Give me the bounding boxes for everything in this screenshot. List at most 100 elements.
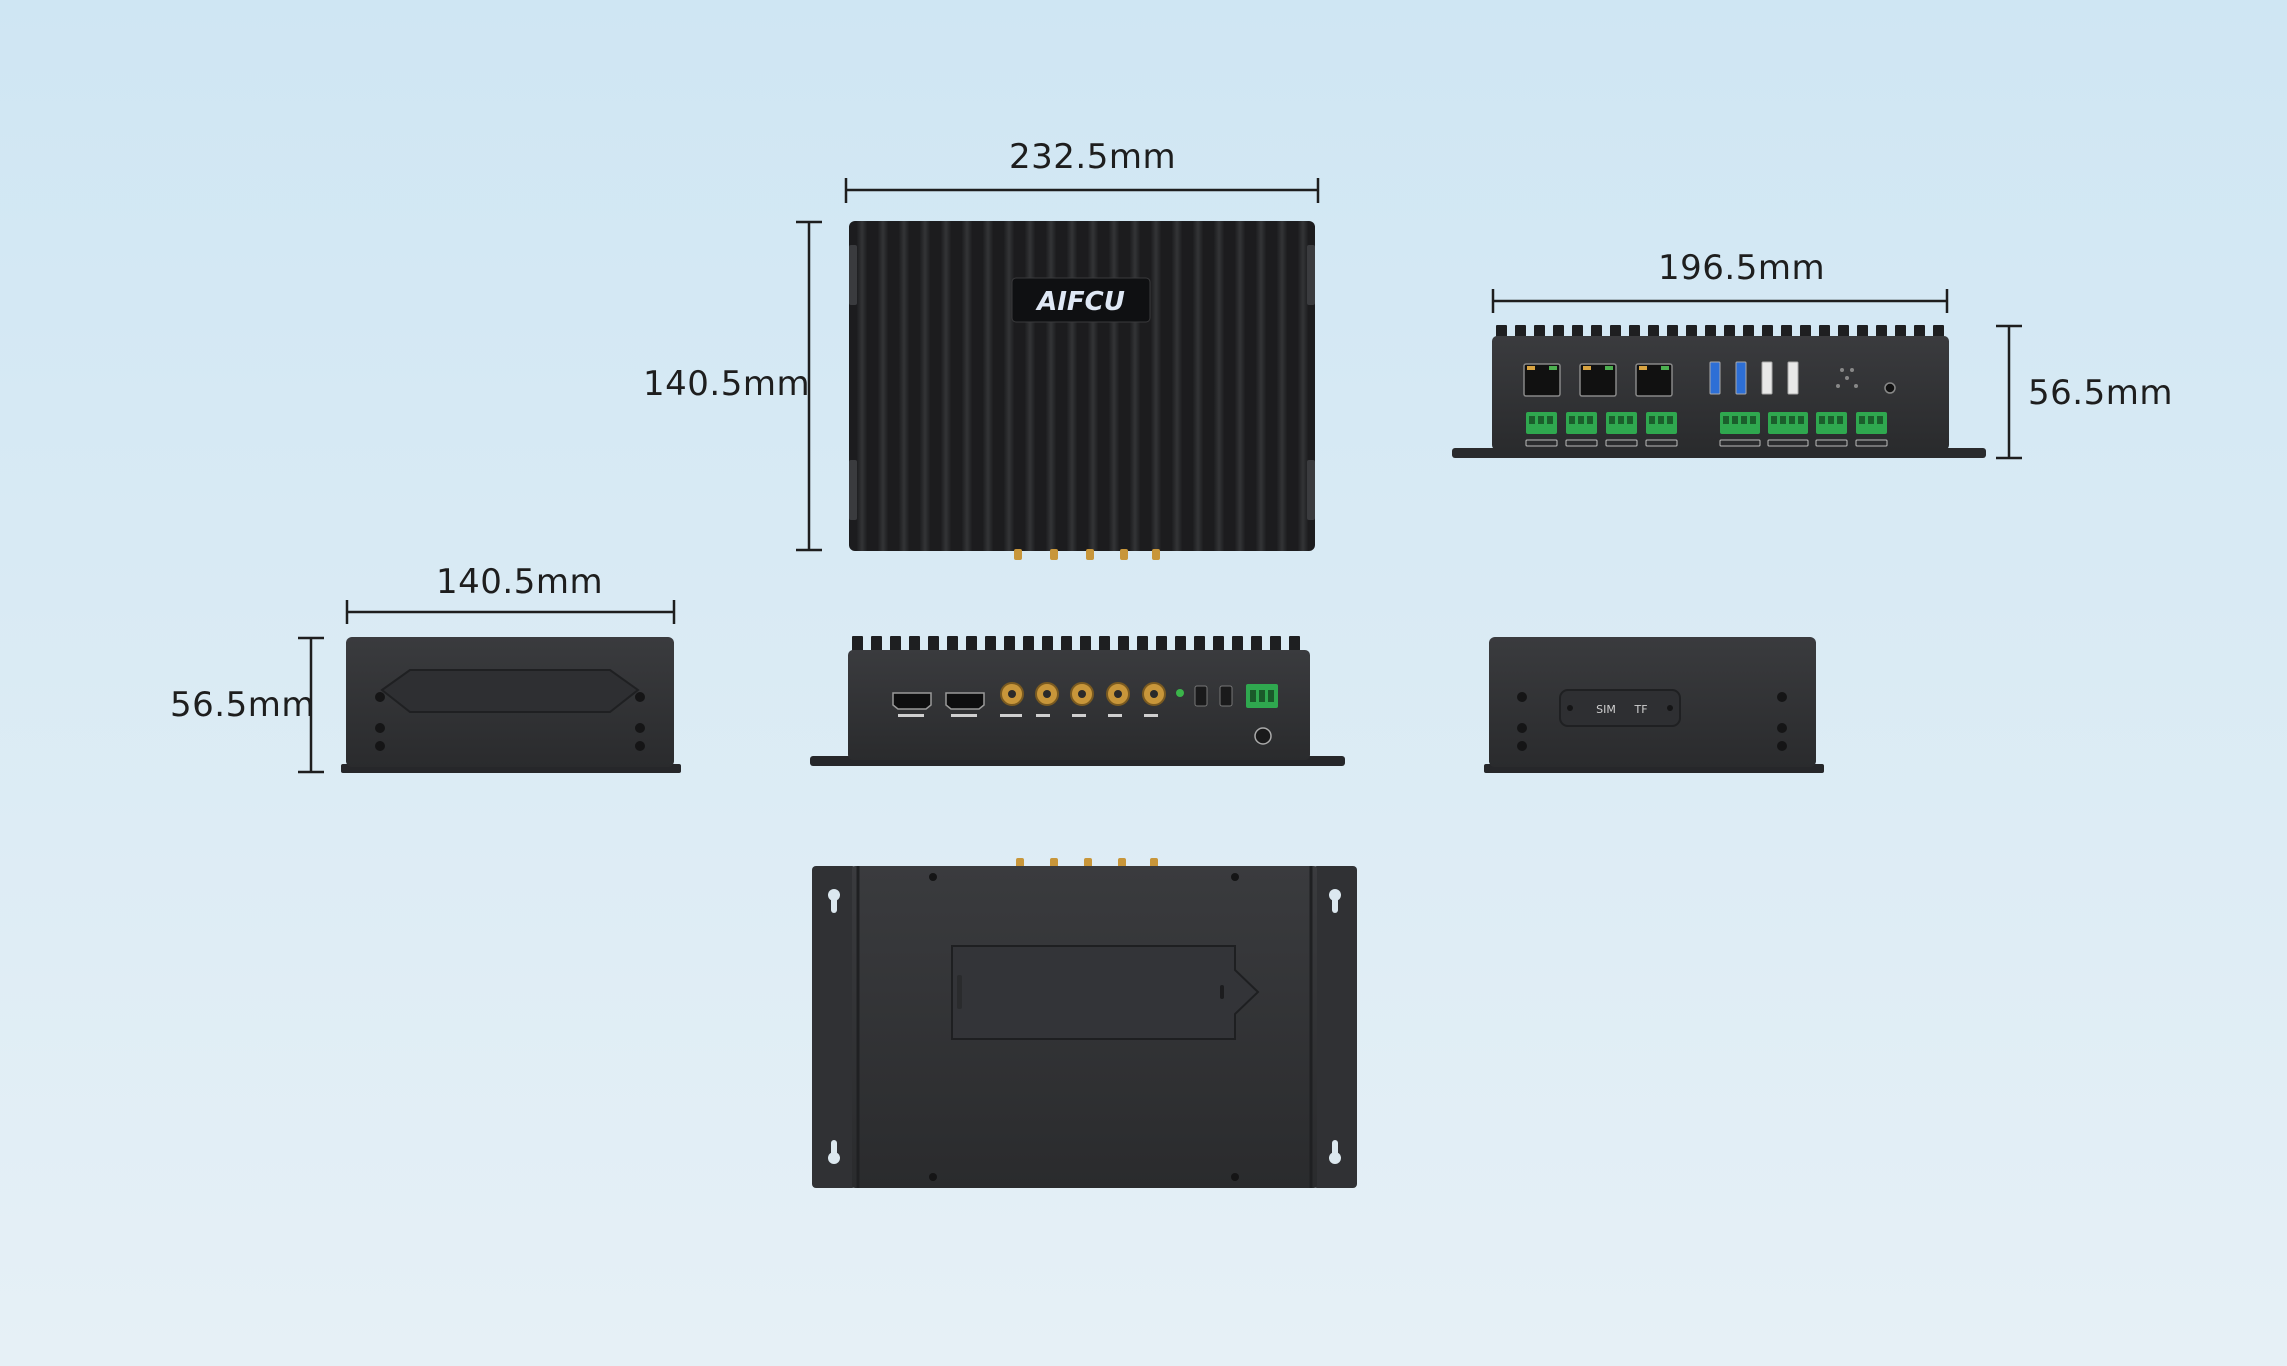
- fin-top: [1137, 636, 1148, 652]
- terminal-label-box: [1645, 439, 1678, 447]
- fin-top: [890, 636, 901, 652]
- fin-top: [1933, 325, 1944, 339]
- top-depth-label: 140.5mm: [643, 364, 811, 404]
- fin-top: [928, 636, 939, 652]
- top-width-label: 232.5mm: [1009, 137, 1177, 177]
- fin-top: [871, 636, 882, 652]
- device-logo: AIFCU: [1035, 287, 1125, 317]
- fin-top: [1232, 636, 1243, 652]
- fin-top: [1876, 325, 1887, 339]
- heatsink-fin: [1171, 221, 1183, 551]
- sma-center: [1114, 690, 1122, 698]
- fin-top: [1289, 636, 1300, 652]
- fin-top: [1080, 636, 1091, 652]
- terminal-pin: [1723, 416, 1729, 424]
- bracket-keyholes: [828, 889, 1341, 1164]
- terminal-pin: [1587, 416, 1593, 424]
- fin-top: [1857, 325, 1868, 339]
- heatsink-fin: [1129, 221, 1141, 551]
- terminal-label-box: [1815, 439, 1848, 447]
- terminal-pin: [1569, 416, 1575, 424]
- fin-top: [947, 636, 958, 652]
- bottom-left-bracket: [812, 866, 856, 1188]
- heatsink-fin: [1045, 221, 1057, 551]
- terminal-pin: [1529, 416, 1535, 424]
- fin-top: [1743, 325, 1754, 339]
- power-terminal-pins: [1250, 690, 1274, 702]
- top-view: AIFCU: [796, 178, 1320, 560]
- side-tab: [849, 460, 857, 520]
- fin-top: [1914, 325, 1925, 339]
- fin-top: [1648, 325, 1659, 339]
- fin-top: [1042, 636, 1053, 652]
- rear-io-view: [1452, 289, 2022, 460]
- side-width-label: 140.5mm: [436, 562, 604, 602]
- fin-top: [1251, 636, 1262, 652]
- fin-top: [1553, 325, 1564, 339]
- cover-latch: [1220, 985, 1224, 999]
- terminal-label-box: [1605, 439, 1638, 447]
- rear-fin-tops: [1496, 325, 1944, 339]
- logo-plate: [1011, 277, 1151, 323]
- top-width-dimension-line: [844, 178, 1320, 203]
- heatsink-fin: [1255, 221, 1267, 551]
- side-height-dimension-line: [298, 636, 324, 774]
- fin-top: [852, 636, 863, 652]
- terminal-pin: [1828, 416, 1834, 424]
- terminal-pin: [1538, 416, 1544, 424]
- fin-top: [1591, 325, 1602, 339]
- fin-top: [1686, 325, 1697, 339]
- heatsink-fin: [898, 221, 910, 551]
- terminal-pin: [1819, 416, 1825, 424]
- heatsink-fin: [1066, 221, 1078, 551]
- fin-top: [1610, 325, 1621, 339]
- usb-ports: [1709, 361, 1799, 395]
- top-depth-dimension-line: [796, 220, 822, 552]
- terminal-pin: [1547, 416, 1553, 424]
- bottom-right-bracket: [1313, 866, 1357, 1188]
- terminal-label-box: [1719, 439, 1761, 447]
- terminal-pin: [1618, 416, 1624, 424]
- fin-top: [1061, 636, 1072, 652]
- speaker-grille: [1836, 368, 1858, 388]
- terminal-pin: [1837, 416, 1843, 424]
- cover-hinge: [957, 975, 962, 1009]
- fin-top: [909, 636, 920, 652]
- tf-slot-label: TF: [1633, 703, 1647, 716]
- side-tab: [1307, 460, 1315, 520]
- fin-top: [1270, 636, 1281, 652]
- terminal-pin: [1750, 416, 1756, 424]
- sma-center: [1043, 690, 1051, 698]
- fin-top: [1629, 325, 1640, 339]
- bottom-screws: [929, 873, 1239, 1181]
- rear-width-label: 196.5mm: [1658, 248, 1826, 288]
- rear-terminal-blocks: [1525, 412, 1888, 447]
- rear-height-label: 56.5mm: [2028, 373, 2173, 413]
- terminal-pin: [1877, 416, 1883, 424]
- heatsink-fin: [856, 221, 868, 551]
- terminal-pin: [1741, 416, 1747, 424]
- antenna-connectors-top: [1014, 549, 1160, 560]
- heatsink-fin: [1234, 221, 1246, 551]
- terminal-pin: [1627, 416, 1633, 424]
- fin-top: [1819, 325, 1830, 339]
- fin-top: [985, 636, 996, 652]
- fin-top: [1705, 325, 1716, 339]
- antenna-connectors-bottom: [1016, 858, 1158, 868]
- fin-top: [1099, 636, 1110, 652]
- fin-top: [1156, 636, 1167, 652]
- terminal-pin: [1789, 416, 1795, 424]
- sma-center: [1150, 690, 1158, 698]
- sma-center: [1008, 690, 1016, 698]
- front-buttons: [1176, 685, 1233, 707]
- fin-top: [1175, 636, 1186, 652]
- terminal-label-box: [1565, 439, 1598, 447]
- fin-top: [1004, 636, 1015, 652]
- heatsink-fin: [1003, 221, 1015, 551]
- fin-top: [1895, 325, 1906, 339]
- rear-width-dimension-line: [1491, 289, 1949, 313]
- left-recess: [380, 669, 640, 713]
- fin-top: [1213, 636, 1224, 652]
